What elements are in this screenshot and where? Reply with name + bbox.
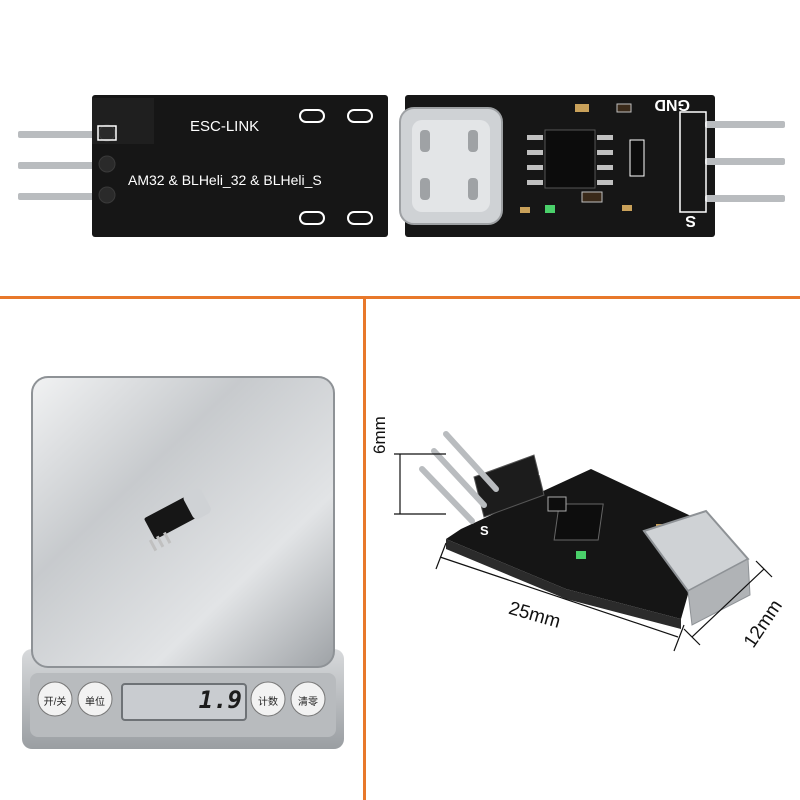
mount-slot	[299, 211, 325, 225]
ic-chip	[544, 129, 596, 189]
width-dimension	[683, 560, 773, 646]
mount-slot	[347, 211, 373, 225]
tare-button-label: 清零	[298, 697, 318, 708]
mount-slot	[299, 109, 325, 123]
pin-label-gnd: ND	[538, 462, 558, 478]
ic-chip	[553, 503, 604, 541]
tare-button[interactable]	[290, 681, 326, 717]
header-pin	[18, 131, 100, 138]
header-pin	[705, 121, 785, 128]
pin-label-gnd: GND	[654, 96, 690, 113]
dimension-photo: ND S	[394, 431, 773, 652]
board-title: ESC-LINK	[190, 118, 259, 135]
unit-button-label: 单位	[85, 697, 105, 708]
mount-slot	[347, 109, 373, 123]
header-pin	[18, 162, 100, 169]
vertical-divider	[363, 296, 366, 800]
header-pin	[705, 195, 785, 202]
top-board-photo: ESC-LINK AM32 & BLHeli_32 & BLHeli_S GND	[18, 95, 785, 237]
height-dimension	[394, 453, 446, 515]
power-button[interactable]	[37, 681, 73, 717]
lcd-display	[121, 683, 247, 721]
board-top-side: GND S	[399, 95, 785, 237]
power-button-label: 开/关	[43, 697, 67, 708]
lcd-value: 1.9	[198, 686, 242, 714]
header-pin	[705, 158, 785, 165]
pin-label-s: S	[480, 523, 489, 538]
pcb-left	[92, 95, 388, 237]
scale-photo	[22, 376, 344, 749]
count-button-label: 计数	[258, 697, 278, 708]
board-bottom-side: ESC-LINK AM32 & BLHeli_32 & BLHeli_S	[18, 95, 388, 237]
horizontal-divider	[0, 296, 800, 299]
module-on-scale	[144, 488, 211, 552]
led	[545, 205, 555, 213]
unit-button[interactable]	[77, 681, 113, 717]
height-label: 6mm	[370, 416, 389, 454]
count-button[interactable]	[250, 681, 286, 717]
pin-label-s: S	[685, 212, 696, 229]
length-dimension	[435, 542, 685, 652]
board-subtitle: AM32 & BLHeli_32 & BLHeli_S	[128, 172, 322, 188]
header-pin	[18, 193, 100, 200]
